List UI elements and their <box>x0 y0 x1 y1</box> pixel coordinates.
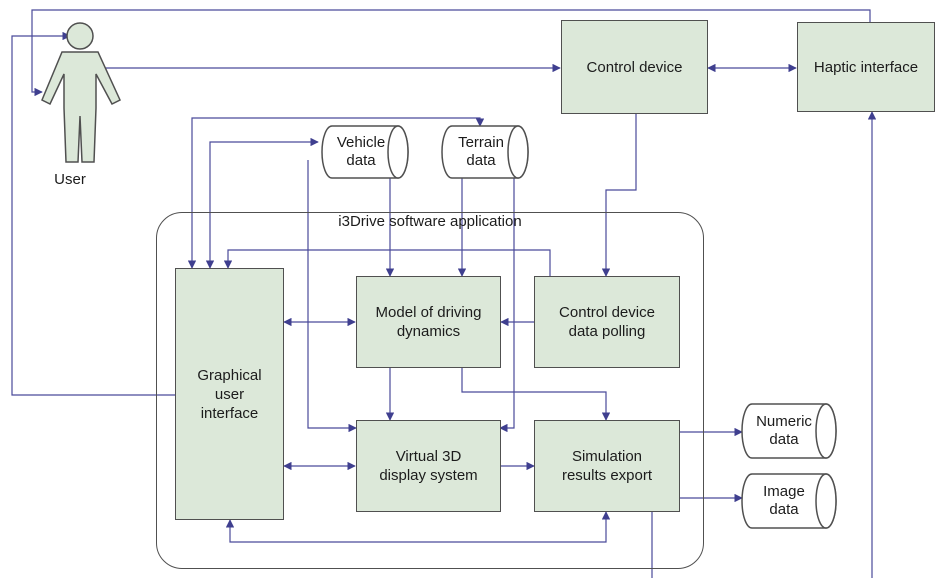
cylinder-numeric-data <box>741 403 837 459</box>
cylinder-image-data <box>741 473 837 529</box>
cylinder-terrain-data <box>441 125 529 179</box>
display-box: Virtual 3D display system <box>356 420 501 512</box>
cylinder-vehicle-data <box>321 125 409 179</box>
connector-gui-to-user <box>11 38 175 396</box>
connector-haptic-to-user <box>31 9 871 97</box>
model-box: Model of driving dynamics <box>356 276 501 368</box>
user-label: User <box>54 171 86 188</box>
connector-terrain-to-display <box>499 160 515 433</box>
terrain-data-label: Terrain data <box>458 134 504 169</box>
control-device-box: Control device <box>561 20 708 114</box>
connector-control-to-polling <box>601 114 637 277</box>
app-frame <box>156 212 704 569</box>
connector-polling-to-gui <box>223 249 551 276</box>
connector-export-to-haptic <box>651 112 872 578</box>
image-data-label: Image data <box>763 483 805 518</box>
app-title: i3Drive software application <box>338 213 522 230</box>
connector-model-to-export <box>461 368 611 421</box>
export-box: Simulation results export <box>534 420 680 512</box>
user-icon <box>41 22 121 163</box>
connector-export-gui-bottom <box>225 511 611 543</box>
connector-gui-terrain <box>187 117 485 269</box>
vehicle-data-label: Vehicle data <box>336 134 386 169</box>
numeric-data-label: Numeric data <box>756 413 812 448</box>
haptic-interface-box: Haptic interface <box>797 22 935 112</box>
connector-vehicle-to-display <box>307 160 357 433</box>
connector-loop-to-user-head <box>11 31 71 41</box>
connector-gui-vehicle <box>205 137 319 269</box>
polling-box: Control device data polling <box>534 276 680 368</box>
gui-box: Graphical user interface <box>175 268 284 520</box>
